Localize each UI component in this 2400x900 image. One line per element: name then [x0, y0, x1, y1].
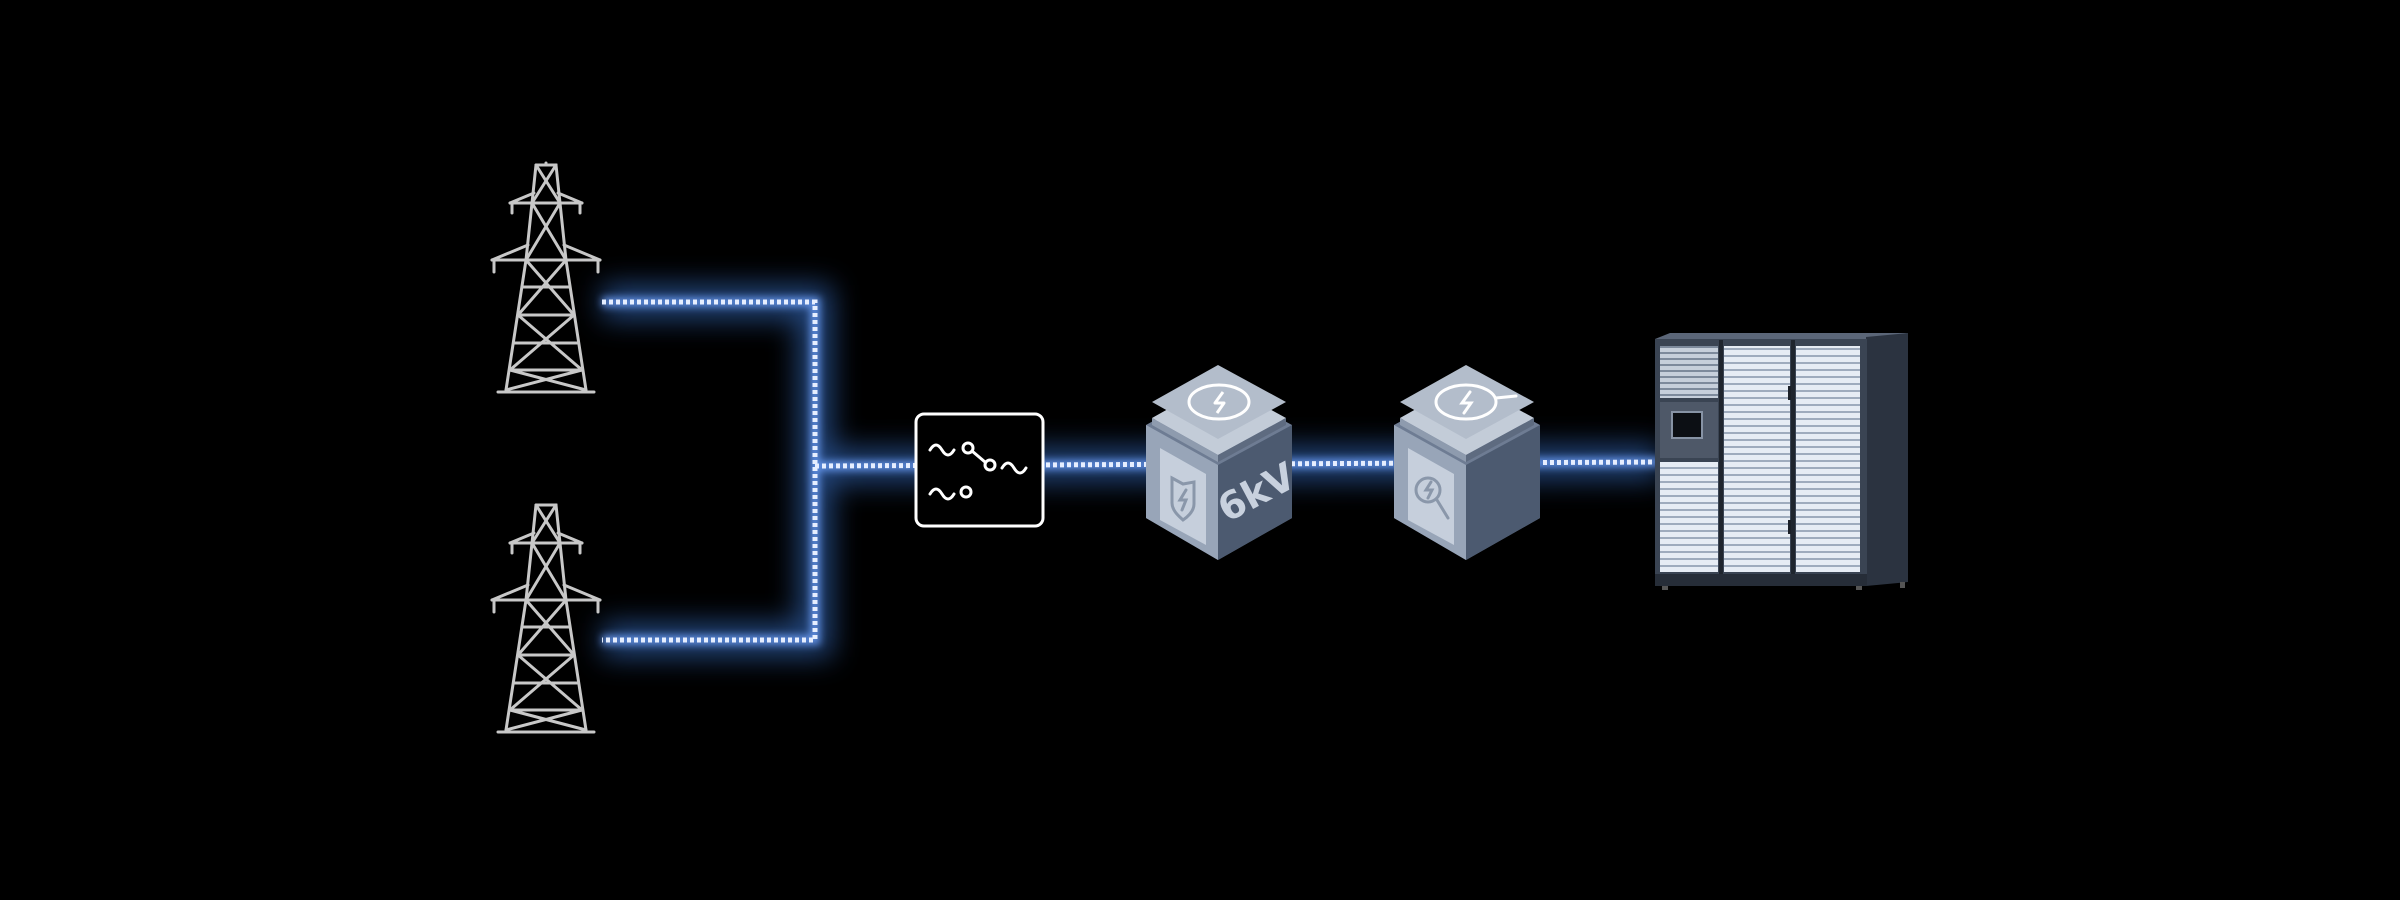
magnifier-bolt-icon: [1414, 476, 1450, 520]
switch-symbol-icon: [928, 441, 1028, 501]
transmission-tower-icon: [490, 503, 602, 734]
lightning-bolt-icon: [1187, 383, 1251, 421]
transformer-cube: 6kV: [1146, 365, 1303, 560]
tower-bottom: [490, 503, 602, 734]
transmission-tower-icon: [490, 161, 602, 394]
server-cabinet: [1655, 333, 1908, 590]
switch-box: [914, 412, 1045, 528]
tower-top: [490, 161, 602, 394]
shield-icon: [1170, 475, 1196, 522]
converter-cube: [1394, 365, 1540, 560]
server-cabinet-icon: [1655, 333, 1908, 590]
lightning-dial-icon: [1434, 383, 1518, 421]
